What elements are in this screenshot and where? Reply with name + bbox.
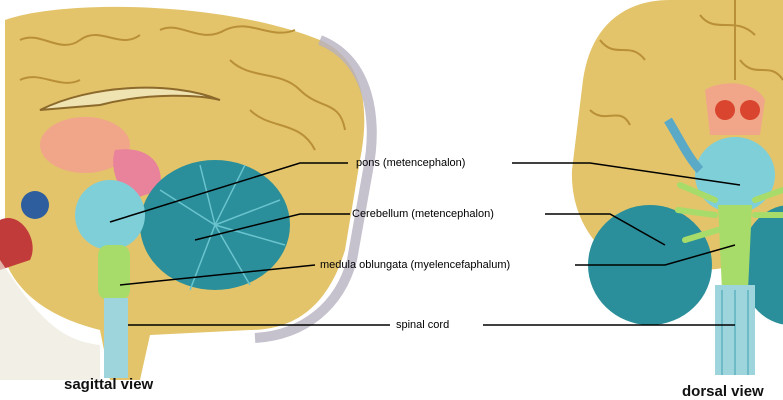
label-cerebellum: Cerebellum (metencephalon) — [352, 208, 494, 220]
dorsal-colliculus-left — [715, 100, 735, 120]
caption-sagittal-view: sagittal view — [64, 376, 153, 393]
label-pons: pons (metencephalon) — [356, 157, 465, 169]
sagittal-brain-illustration — [0, 7, 372, 380]
dorsal-medulla — [718, 205, 752, 290]
sagittal-medulla — [98, 245, 130, 300]
dorsal-pons — [695, 137, 775, 213]
dorsal-brain-illustration — [572, 0, 783, 375]
caption-dorsal-view: dorsal view — [682, 383, 764, 400]
label-spinal-cord: spinal cord — [396, 319, 449, 331]
sagittal-pituitary — [21, 191, 49, 219]
sagittal-spinal-cord — [104, 298, 128, 378]
dorsal-colliculus-right — [740, 100, 760, 120]
label-medulla: medula oblungata (myelencefaphalum) — [320, 259, 510, 271]
